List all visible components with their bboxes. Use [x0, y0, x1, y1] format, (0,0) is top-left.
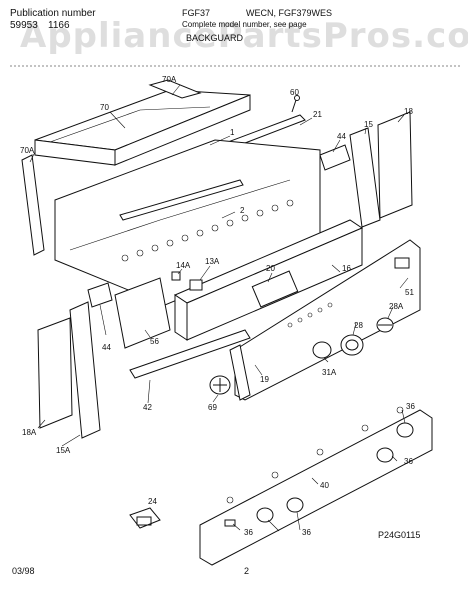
part-28A-knob — [376, 317, 394, 333]
part-24-switch — [129, 507, 161, 529]
callout: 69 — [208, 403, 217, 412]
drawing-code: P24G0115 — [378, 530, 421, 540]
part-51-overlay — [234, 239, 421, 401]
callout: 36 — [244, 528, 253, 537]
callout: 31A — [322, 368, 337, 377]
callout: 18 — [404, 107, 413, 116]
part-70A-strip — [21, 79, 202, 256]
callout: 1 — [230, 128, 235, 137]
callout: 70 — [100, 103, 109, 112]
part-60-screw — [291, 95, 300, 113]
callout: 42 — [143, 403, 152, 412]
part-19-trim — [229, 344, 251, 401]
part-15-rail — [349, 127, 381, 228]
part-16-control-board — [173, 219, 364, 341]
part-13A — [189, 279, 203, 291]
part-31A-knob — [312, 341, 332, 359]
callout: 18A — [22, 428, 37, 437]
part-18A-endcap — [37, 317, 73, 429]
model-numbers: FGF37 — [182, 8, 211, 18]
callout: 14A — [176, 261, 191, 270]
part-70-panel — [34, 89, 251, 166]
callout: 2 — [240, 206, 245, 215]
connector — [224, 519, 236, 527]
callout: 13A — [205, 257, 220, 266]
callout: 36 — [302, 528, 311, 537]
callout: 44 — [102, 343, 111, 352]
callout: 36 — [406, 402, 415, 411]
footer-date: 03/98 — [12, 566, 35, 576]
watermark: AppliancePartsPros.com — [20, 16, 468, 56]
model-note: Complete model number, see page — [182, 20, 307, 29]
callout: 28 — [354, 321, 363, 330]
part-42-rail — [129, 329, 251, 379]
callout: 15A — [56, 446, 71, 455]
part-69-screw — [209, 375, 231, 395]
publication-number: 59953 — [10, 20, 38, 31]
publication-label: Publication number — [10, 8, 96, 19]
model-numbers-mid: WECN, FGF379WES — [246, 8, 333, 18]
part-56-box — [114, 277, 171, 349]
part-40-trim — [199, 406, 433, 566]
part-36-knobs — [256, 422, 414, 523]
callout: 15 — [364, 120, 373, 129]
callout: 28A — [389, 302, 404, 311]
part-18-endcap — [377, 111, 413, 219]
callout: 51 — [405, 288, 414, 297]
callout: 24 — [148, 497, 157, 506]
footer-page-number: 2 — [244, 566, 250, 576]
part-44-bracket-left — [87, 282, 113, 308]
publication-suffix: 1166 — [48, 20, 70, 31]
callout: 16 — [342, 264, 351, 273]
part-44-bracket — [319, 144, 351, 171]
callout: 44 — [337, 132, 346, 141]
part-28-knob — [340, 334, 364, 356]
callout: 20 — [266, 264, 275, 273]
callout: 21 — [313, 110, 322, 119]
callout: 56 — [150, 337, 159, 346]
callout: 40 — [320, 481, 329, 490]
section-title: BACKGUARD — [186, 33, 244, 43]
part-15A-rail — [69, 301, 101, 439]
callout: 70A — [162, 75, 177, 84]
callout: 36 — [404, 457, 413, 466]
part-14A — [171, 271, 181, 281]
callout: 70A — [20, 146, 35, 155]
callout: 60 — [290, 88, 299, 97]
callout: 19 — [260, 375, 269, 384]
